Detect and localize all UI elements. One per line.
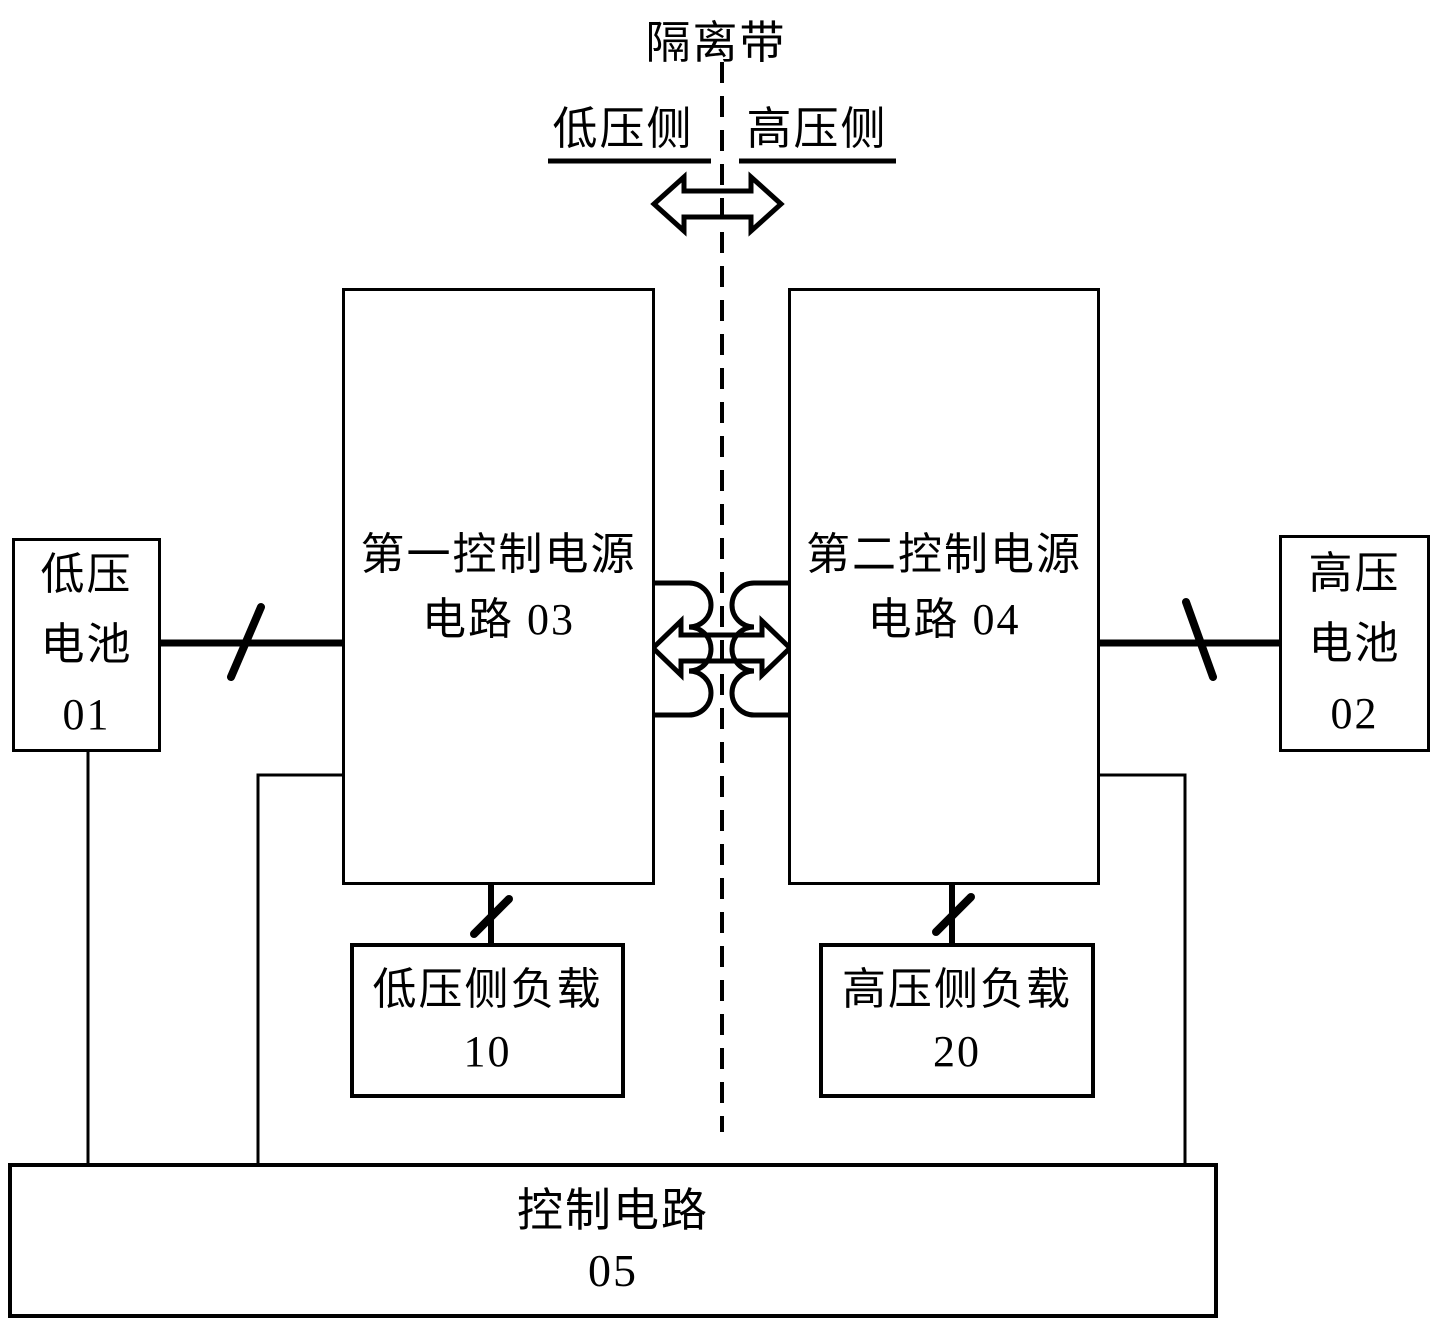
low-voltage-battery-number: 01 bbox=[62, 690, 111, 739]
high-voltage-battery-line1: 高压 bbox=[1308, 548, 1401, 598]
control-circuit-box: 控制电路 05 bbox=[8, 1163, 1218, 1318]
high-voltage-side-text: 高压侧 bbox=[746, 104, 888, 154]
load10-connector-slash bbox=[470, 895, 513, 938]
second-control-power-line2: 电路 04 bbox=[867, 594, 1021, 644]
battery01-bus-slash bbox=[227, 603, 265, 681]
low-voltage-battery-box: 低压 电池 01 bbox=[12, 538, 161, 752]
high-voltage-battery-number: 02 bbox=[1330, 688, 1379, 738]
first-control-power-circuit-box: 第一控制电源 电路 03 bbox=[342, 288, 655, 885]
first-control-power-line1: 第一控制电源 bbox=[360, 529, 637, 579]
low-side-load-box: 低压侧负载 10 bbox=[350, 943, 625, 1098]
transformer-left-coil bbox=[655, 580, 714, 718]
circuit03-control-connector bbox=[256, 773, 342, 1163]
second-control-power-circuit-box: 第二控制电源 电路 04 bbox=[788, 288, 1100, 885]
low-side-load-line1: 低压侧负载 bbox=[372, 964, 603, 1014]
high-voltage-battery-line2: 电池 bbox=[1308, 618, 1401, 668]
high-voltage-side-label: 高压侧 bbox=[732, 92, 902, 157]
low-voltage-side-text: 低压侧 bbox=[552, 104, 694, 154]
control-circuit-number: 05 bbox=[588, 1244, 638, 1296]
first-control-power-line2: 电路 03 bbox=[422, 594, 575, 644]
low-voltage-battery-line1: 低压 bbox=[40, 550, 133, 599]
top-double-arrow-icon bbox=[650, 171, 785, 237]
second-control-power-line1: 第二控制电源 bbox=[806, 529, 1082, 579]
load20-connector-slash bbox=[932, 893, 975, 936]
high-side-load-box: 高压侧负载 20 bbox=[819, 943, 1095, 1098]
high-voltage-battery-box: 高压 电池 02 bbox=[1279, 535, 1430, 752]
low-voltage-side-label: 低压侧 bbox=[538, 92, 708, 157]
circuit04-control-connector bbox=[1100, 773, 1187, 1163]
isolation-band-label: 隔离带 bbox=[576, 6, 856, 71]
isolation-band-text: 隔离带 bbox=[645, 18, 787, 68]
low-side-load-number: 10 bbox=[463, 1026, 512, 1076]
transformer-right-coil bbox=[729, 580, 788, 718]
control-circuit-line1: 控制电路 bbox=[517, 1184, 709, 1236]
low-voltage-battery-line2: 电池 bbox=[40, 620, 133, 669]
high-side-load-number: 20 bbox=[933, 1026, 981, 1076]
high-side-load-line1: 高压侧负载 bbox=[842, 964, 1072, 1014]
battery02-bus-slash bbox=[1182, 598, 1217, 681]
